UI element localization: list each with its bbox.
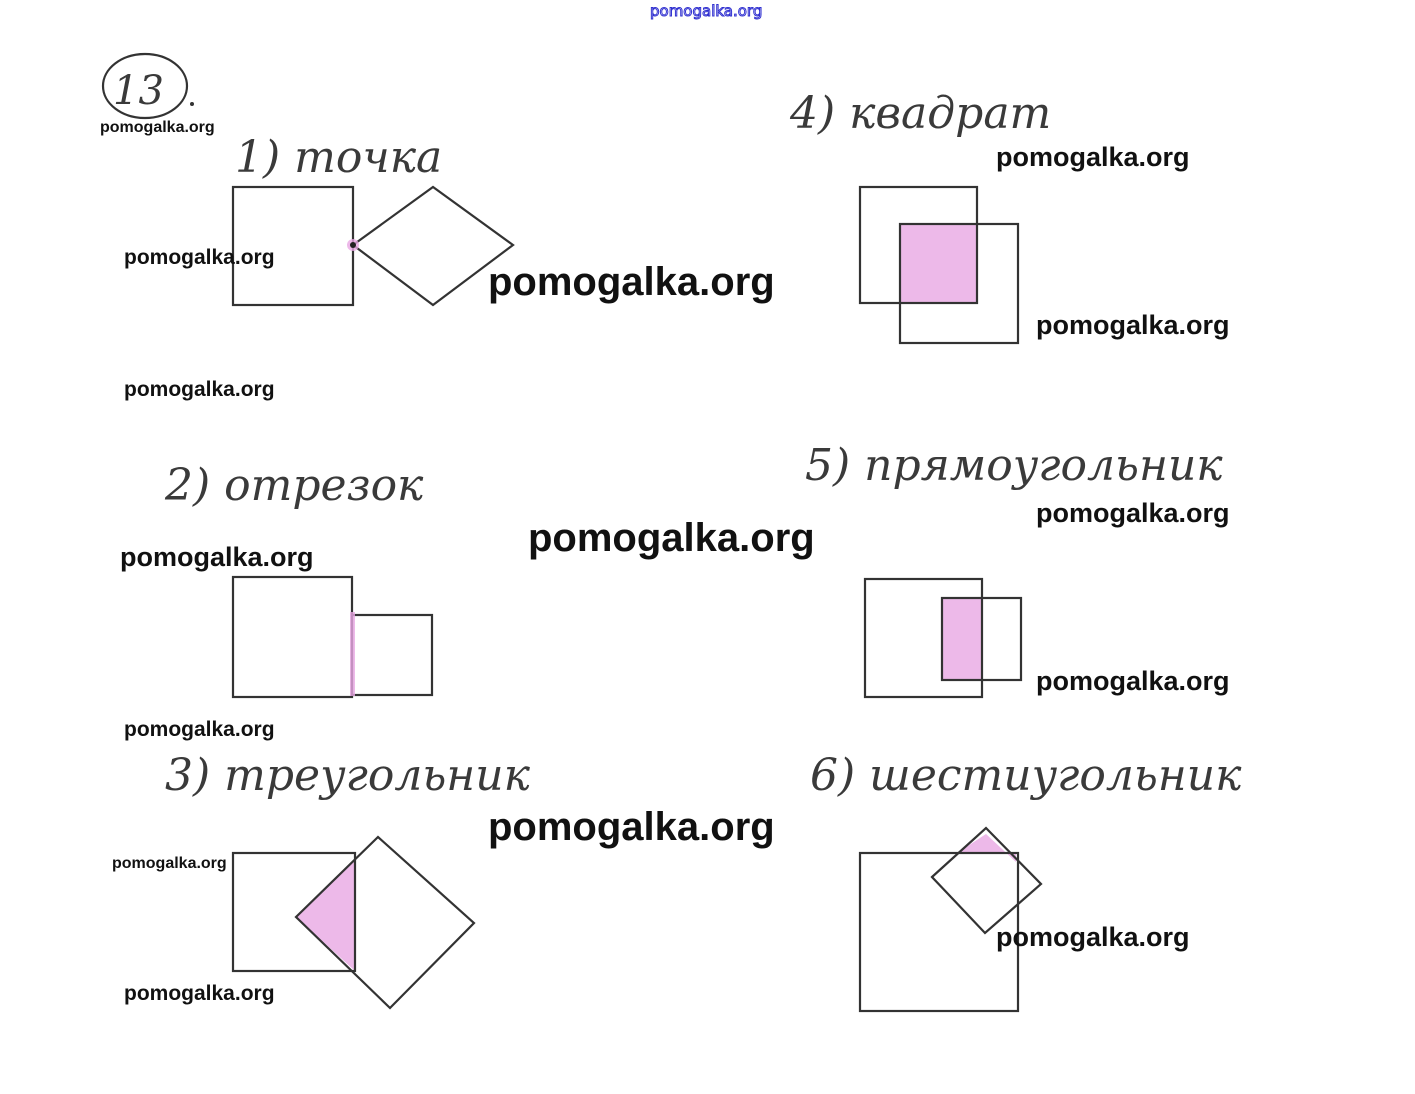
label-2: 2) отрезок [164,460,424,511]
figure-2-segment [231,575,434,699]
watermark: pomogalka.org [488,260,775,304]
figure-6-hexagon [858,826,1043,1013]
watermark: pomogalka.org [996,142,1190,172]
label-1: 1) точка [235,132,442,183]
label-3: 3) треугольник [165,750,531,801]
watermark: pomogalka.org [124,982,275,1005]
label-4: 4) квадрат [789,88,1051,139]
watermark: pomogalka.org [1036,498,1230,528]
watermark: pomogalka.org [124,246,275,269]
label-5: 5) прямоугольник [805,440,1223,491]
watermark: pomogalka.org [120,542,314,572]
watermark: pomogalka.org [528,516,815,560]
label-6: 6) шестиугольник [810,750,1242,801]
figure-5-rectangle [863,577,1023,699]
watermark: pomogalka.org [100,119,215,136]
figure-4-square [858,185,1020,345]
watermark: pomogalka.org [996,922,1190,952]
figure-1-point [231,185,515,307]
watermark: pomogalka.org [1036,310,1230,340]
watermark: pomogalka.org [112,855,227,872]
header-watermark: pomogalka.org [649,2,763,21]
watermark: pomogalka.org [124,378,275,401]
watermark: pomogalka.org [1036,666,1230,696]
watermark: pomogalka.org [488,805,775,849]
figure-3-triangle [231,835,476,1010]
problem-number: 13 [101,52,194,120]
watermark: pomogalka.org [124,718,275,741]
problem-number-text: 13 [113,68,164,114]
